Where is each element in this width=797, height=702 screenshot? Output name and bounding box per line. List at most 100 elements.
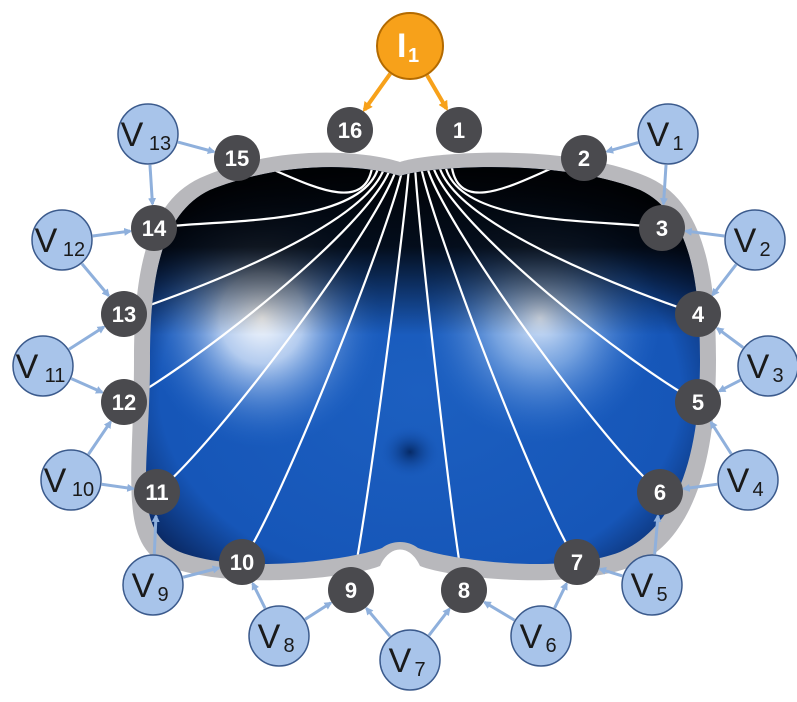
voltage-letter: V [258,618,281,656]
voltage-arrow [653,513,662,555]
electrode-circle [637,469,683,515]
voltage-arrow [605,141,639,154]
electrode: 13 [101,291,147,337]
voltage-arrow [709,420,733,455]
voltage-letter: V [734,222,757,260]
electrode-circle [554,539,600,585]
current-source-index: 1 [408,45,419,67]
voltage-index: 13 [149,133,171,155]
voltage-arrow [68,325,106,351]
voltage-index: 9 [157,584,168,606]
electrode-label: 3 [656,216,668,241]
voltage-circle [637,103,699,165]
voltage-circle [724,209,786,271]
electrode: 6 [637,469,683,515]
voltage-letter: V [389,642,412,680]
electrode: 10 [219,539,265,585]
voltage-letter: V [727,462,750,500]
electrode-circle [639,205,685,251]
voltage-circle [510,605,572,667]
current-source-circle [376,12,444,80]
voltage-arrow [251,581,267,609]
voltage-index: 2 [759,239,770,261]
electrode: 12 [101,379,147,425]
current-source-letter: I [397,27,406,65]
electrode: 9 [328,567,374,613]
electrode: 14 [131,205,177,251]
voltage-circle [117,103,179,165]
voltage-arrow [87,420,112,456]
field-line [349,167,411,565]
electrode-label: 11 [145,480,168,505]
field-line [156,167,398,493]
field-line [241,167,404,563]
voltage-letter: V [16,348,39,386]
current-arrow [362,72,392,113]
voltage-arrow [711,263,738,297]
voltage-circle [621,554,683,616]
voltage-letter: V [647,116,670,154]
voltage-arrow [92,227,133,238]
electrode: 11 [134,469,180,515]
electrode: 7 [554,539,600,585]
electrode: 2 [561,135,607,181]
voltage-letter: V [520,618,543,656]
voltage-circle [737,335,797,397]
electrode-circle [219,539,265,585]
field-line [236,167,374,194]
electrode-circle [561,135,607,181]
field-line [444,167,663,230]
field-line [153,167,380,230]
voltage-index: 8 [283,635,294,657]
electrode-label: 6 [654,480,666,505]
electrode-label: 8 [458,578,470,603]
voltage-arrow [681,482,718,492]
voltage-arrow [427,607,451,637]
voltage-letter: V [121,116,144,154]
electrode-label: 2 [578,146,590,171]
voltage-index: 11 [45,365,66,387]
field-line [426,167,661,493]
voltage-arrow [553,581,568,609]
voltage-arrow [80,262,110,298]
voltage-letter: V [44,462,67,500]
electrode-label: 1 [453,118,465,143]
electrode-circle [675,291,721,337]
field-lines [146,167,699,565]
electrode: 5 [675,379,721,425]
voltage-arrow [659,164,668,207]
electrode-label: 14 [142,216,167,241]
current-arrow [425,74,449,111]
voltage-measurement: V 11 [12,335,74,397]
electrode-circle [214,135,260,181]
field-line [450,167,585,194]
electrode: 8 [441,567,487,613]
electrode: 16 [327,107,373,153]
electrode: 4 [675,291,721,337]
electrode-label: 16 [338,118,362,143]
current-source: I 1 [376,12,444,80]
electrode: 1 [436,107,482,153]
voltage-index: 12 [63,239,85,261]
electrode-label: 9 [345,578,357,603]
field-line [146,167,392,403]
electrode-circle [131,205,177,251]
electrode-circle [327,107,373,153]
voltage-circle [31,209,93,271]
electrode-circle [328,567,374,613]
field-line [432,167,699,403]
current-arrows [362,72,449,113]
electrode-label: 10 [230,550,254,575]
voltage-index: 7 [414,659,425,681]
voltage-arrow [598,566,623,578]
electrode-circle [675,379,721,425]
